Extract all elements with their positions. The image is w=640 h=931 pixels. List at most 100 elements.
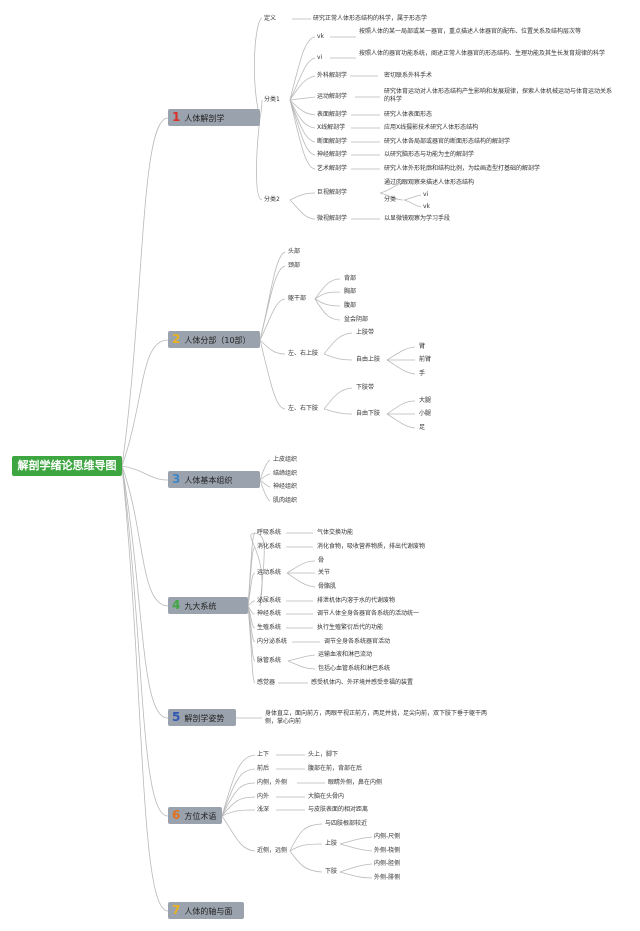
node-superficial-deep-value: 与皮肤表面的相对距离: [308, 806, 369, 813]
node-vi: vi: [317, 54, 323, 61]
node-digestive-value: 消化食物，吸收营养物质，排出代谢废物: [317, 543, 426, 550]
node-xray-value: 应用X线摄影技术研究人体形态结构: [384, 124, 479, 131]
node-sectional-value: 研究人体各局部或器官的断面形态结构的解剖学: [384, 138, 511, 145]
category-number: 3: [172, 472, 181, 486]
node-hand: 手: [419, 370, 426, 377]
node-urinary-value: 排泄机体内溶于水的代谢废物: [317, 597, 396, 604]
node-anterior-posterior: 前后: [257, 765, 270, 772]
node-subclass: 分类: [384, 196, 397, 203]
node-radial: 外侧-桡侧: [374, 847, 401, 854]
node-free-upper-limb: 自由上肢: [356, 356, 381, 363]
node-leg: 小腿: [419, 410, 432, 417]
node-micro-value: 以显微镜观察为学习手段: [384, 215, 451, 222]
node-tissue-epithelial: 上皮组织: [273, 456, 298, 463]
node-endocrine-value: 调节全身各系统器官活动: [324, 638, 391, 645]
node-forearm: 前臂: [419, 356, 432, 363]
node-classification-1: 分类1: [264, 96, 280, 103]
category-number: 4: [172, 598, 181, 612]
node-definition-value: 研究正常人体形态结构的科学，属于形态学: [313, 15, 428, 22]
category-label: 人体分部（10部）: [184, 336, 251, 345]
node-proximal-distal: 近侧，远侧: [257, 847, 288, 854]
node-bone: 骨: [318, 557, 325, 564]
node-sensory: 感觉器: [257, 679, 276, 686]
node-upper-limb: 上肢: [325, 840, 338, 847]
node-shoulder-girdle: 上肢带: [356, 329, 375, 336]
node-ulnar: 内侧-尺侧: [374, 833, 401, 840]
node-lower-limb: 下肢: [325, 868, 338, 875]
node-neuro-value: 以研究脑形态与功能为主的解剖学: [384, 151, 475, 158]
node-foot: 足: [419, 424, 426, 431]
node-pelvis: 盆会阴部: [344, 316, 369, 323]
node-head: 头部: [288, 248, 301, 255]
category-number: 7: [172, 903, 181, 917]
node-vascular-value-1: 运输血液和淋巴流动: [318, 651, 373, 658]
node-nervous-value: 调节人体全身各器官各系统的活动统一: [317, 610, 420, 617]
node-surgical: 外科解剖学: [317, 72, 348, 79]
node-tissue-muscle: 肌肉组织: [273, 497, 298, 504]
node-endocrine: 内分泌系统: [257, 638, 288, 645]
node-nervous: 神经系统: [257, 610, 282, 617]
node-vascular-value-2: 包括心血管系统和淋巴系统: [318, 665, 391, 672]
node-sensory-value: 感受机体内、外环境并感受幸福的装置: [311, 679, 414, 686]
node-arm: 臂: [419, 343, 426, 350]
node-medial-lateral-value: 眼睛外侧，鼻在内侧: [328, 779, 383, 786]
node-back: 背部: [344, 275, 357, 282]
node-internal-external-value: 大脑在头骨内: [308, 793, 345, 800]
node-reproductive-value: 执行生殖繁衍后代的功能: [317, 624, 384, 631]
node-tissue-connective: 结缔组织: [273, 470, 298, 477]
node-proximal-distal-value: 与四肢根部较近: [325, 820, 368, 827]
node-superior-inferior-value: 头上，脚下: [308, 751, 339, 758]
node-neuro: 神经解剖学: [317, 151, 348, 158]
node-vk-value: 按照人体的某一局部或某一器官，重点描述人体器官的配布、位置关系及结构层次等: [359, 28, 582, 35]
node-neck: 颈部: [288, 262, 301, 269]
node-reproductive: 生殖系统: [257, 624, 282, 631]
node-surface-value: 研究人体表面形态: [384, 111, 433, 118]
category-number: 5: [172, 710, 181, 724]
node-urinary: 泌尿系统: [257, 597, 282, 604]
node-subclass-vk: vk: [423, 203, 431, 210]
category-label: 解剖学姿势: [184, 714, 225, 723]
node-fibular: 外侧-腓侧: [374, 874, 401, 881]
node-micro: 微视解剖学: [317, 215, 348, 222]
node-classification-2: 分类2: [264, 196, 280, 203]
node-xray: X线解剖学: [317, 124, 346, 131]
node-respiratory-value: 气体交换功能: [317, 529, 354, 536]
node-thigh: 大腿: [419, 397, 432, 404]
node-vascular: 脉管系统: [257, 657, 282, 664]
node-surface: 表面解剖学: [317, 111, 348, 118]
node-macro: 巨视解剖学: [317, 189, 348, 196]
node-upper-limbs: 左、右上肢: [288, 350, 319, 357]
node-chest: 胸部: [344, 288, 357, 295]
node-art-value: 研究人体外形轮廓和结构比例，为绘画造型打基础的解剖学: [384, 165, 541, 172]
node-superior-inferior: 上下: [257, 751, 270, 758]
node-sports-value: 研究体育运动对人体形态结构产生影响和发展规律，探索人体机械运动与体育运动关系的科…: [384, 88, 613, 103]
node-trunk: 躯干部: [288, 295, 307, 302]
category-number: 2: [172, 332, 181, 346]
node-anatomical-position-text: 身体直立，面向前方，两眼平视正前方，两足并拢，足尖向前，双下肢下垂于躯干两侧，掌…: [265, 710, 488, 725]
category-label: 人体的轴与面: [184, 907, 233, 916]
node-tissue-nervous: 神经组织: [273, 483, 298, 490]
node-anterior-posterior-value: 腹部在前，背部在后: [308, 765, 363, 772]
category-number: 6: [172, 808, 181, 822]
node-internal-external: 内外: [257, 793, 270, 800]
node-skeletal-muscle: 骨骼肌: [318, 583, 337, 590]
mindmap-root: 解剖学绪论思维导图: [12, 456, 122, 476]
node-subclass-vi: vi: [423, 191, 429, 198]
node-sports: 运动解剖学: [317, 93, 348, 100]
node-lower-limbs: 左、右下肢: [288, 405, 319, 412]
category-label: 人体解剖学: [184, 114, 225, 123]
node-locomotor: 运动系统: [257, 569, 282, 576]
node-tibial: 内侧-胫侧: [374, 860, 401, 867]
category-label: 人体基本组织: [184, 476, 233, 485]
category-number: 1: [172, 110, 181, 124]
node-pelvic-girdle: 下肢带: [356, 384, 375, 391]
node-superficial-deep: 浅深: [257, 806, 270, 813]
